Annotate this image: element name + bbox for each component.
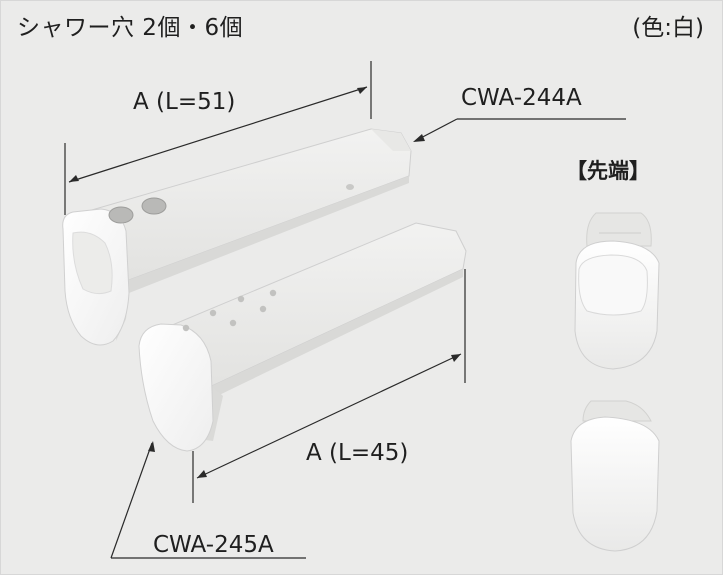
- tip-detail-view-1: [574, 212, 660, 370]
- shower-holes-six: [182, 289, 277, 332]
- tip-detail-view-2: [570, 400, 660, 552]
- part-cwa-245a: [138, 222, 467, 452]
- page-title: シャワー穴 2個・6個: [17, 15, 244, 41]
- tip-detail-label: 【先端】: [566, 159, 650, 183]
- model-code-top: CWA-244A: [461, 85, 582, 111]
- model-code-bottom: CWA-245A: [153, 532, 274, 558]
- shower-hole: [141, 197, 167, 215]
- dimension-lines: [64, 61, 626, 559]
- dimension-label-bottom: A (L=45): [306, 440, 409, 466]
- part-cwa-244a: [62, 128, 412, 346]
- shower-hole: [108, 206, 134, 224]
- color-note: (色:白): [632, 15, 704, 41]
- dimension-label-top: A (L=51): [133, 89, 236, 115]
